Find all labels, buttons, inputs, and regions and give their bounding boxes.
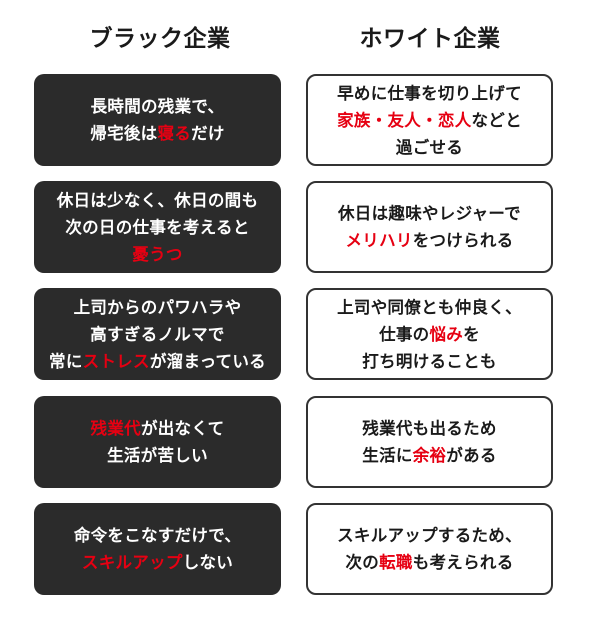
- card-line: 休日は趣味やレジャーで: [338, 200, 521, 227]
- card-text-segment: 帰宅後は: [90, 124, 158, 143]
- card-text-segment: 過ごせる: [395, 137, 464, 157]
- white-card-coworkers: 上司や同僚とも仲良く、仕事の悩みを打ち明けることも: [306, 288, 553, 380]
- card-line: 次の日の仕事を考えると: [57, 214, 259, 241]
- card-text-segment: を: [463, 324, 480, 344]
- card-text-segment: 仕事の: [379, 324, 430, 344]
- card-line: 打ち明けることも: [337, 348, 522, 375]
- white-company-heading: ホワイト企業: [359, 26, 501, 52]
- card-line: スキルアップしない: [74, 549, 241, 576]
- card-text-segment: 生活に: [362, 446, 413, 465]
- card-text-segment: 長時間の残業で、: [90, 97, 225, 116]
- card-text-segment: が出なくて: [140, 419, 225, 438]
- card-text-segment: も考えられる: [412, 553, 514, 572]
- card-text: 上司からのパワハラや高すぎるノルマで常にストレスが溜まっている: [49, 294, 266, 375]
- card-line: 常にストレスが溜まっている: [49, 348, 266, 375]
- card-line: 長時間の残業で、: [90, 93, 224, 120]
- highlight-text: 残業代: [90, 419, 141, 438]
- card-line: 早めに仕事を切り上げて: [337, 80, 522, 107]
- card-line: 休日は少なく、休日の間も: [57, 187, 259, 214]
- card-text-segment: 残業代も出るため: [362, 419, 497, 438]
- card-line: 高すぎるノルマで: [49, 321, 266, 348]
- card-line: 残業代も出るため: [362, 415, 496, 442]
- black-card-holidays: 休日は少なく、休日の間も次の日の仕事を考えると憂うつ: [34, 181, 281, 273]
- card-text-segment: 高すぎるノルマで: [90, 324, 225, 344]
- card-line: 生活に余裕がある: [362, 442, 496, 469]
- highlight-text: ストレス: [82, 351, 150, 371]
- black-card-overtime: 長時間の残業で、帰宅後は寝るだけ: [34, 74, 281, 166]
- card-line: 過ごせる: [337, 134, 522, 161]
- white-card-holidays: 休日は趣味やレジャーでメリハリをつけられる: [306, 181, 553, 273]
- card-text: 残業代が出なくて生活が苦しい: [91, 415, 225, 469]
- card-line: 家族・友人・恋人などと: [337, 107, 522, 134]
- card-text: 命令をこなすだけで、スキルアップしない: [74, 522, 241, 576]
- card-line: メリハリをつけられる: [338, 227, 521, 254]
- black-card-skills: 命令をこなすだけで、スキルアップしない: [34, 503, 281, 595]
- white-card-career: スキルアップするため、次の転職も考えられる: [306, 503, 553, 595]
- highlight-text: 転職: [379, 553, 413, 572]
- card-line: 帰宅後は寝るだけ: [90, 120, 224, 147]
- card-text: 長時間の残業で、帰宅後は寝るだけ: [90, 93, 224, 147]
- white-card-family-time: 早めに仕事を切り上げて家族・友人・恋人などと過ごせる: [306, 74, 553, 166]
- card-text: 残業代も出るため生活に余裕がある: [362, 415, 496, 469]
- black-card-stress: 上司からのパワハラや高すぎるノルマで常にストレスが溜まっている: [34, 288, 281, 380]
- highlight-text: スキルアップ: [81, 553, 183, 572]
- card-text: 上司や同僚とも仲良く、仕事の悩みを打ち明けることも: [337, 294, 522, 375]
- highlight-text: 余裕: [412, 446, 447, 465]
- card-line: 憂うつ: [57, 241, 259, 268]
- highlight-text: メリハリ: [345, 231, 413, 250]
- card-text-segment: 早めに仕事を切り上げて: [337, 83, 522, 103]
- highlight-text: 憂うつ: [132, 244, 183, 264]
- white-card-overtime-pay: 残業代も出るため生活に余裕がある: [306, 396, 553, 488]
- card-text-segment: が溜まっている: [149, 351, 266, 371]
- card-text-segment: 打ち明けることも: [362, 351, 497, 371]
- card-line: 仕事の悩みを: [337, 321, 522, 348]
- card-text: 早めに仕事を切り上げて家族・友人・恋人などと過ごせる: [337, 80, 522, 161]
- card-text-segment: スキルアップするため、: [337, 526, 522, 545]
- card-line: スキルアップするため、: [337, 522, 522, 549]
- card-text-segment: 次の: [345, 553, 380, 572]
- card-text-segment: 休日は趣味やレジャーで: [338, 204, 521, 223]
- card-text-segment: 休日は少なく、休日の間も: [56, 190, 259, 210]
- highlight-text: 寝る: [157, 124, 192, 143]
- card-line: 次の転職も考えられる: [337, 549, 522, 576]
- card-text-segment: 常に: [49, 351, 83, 371]
- card-text-segment: 次の日の仕事を考えると: [65, 217, 250, 237]
- card-line: 命令をこなすだけで、: [74, 522, 241, 549]
- highlight-text: 家族・友人・恋人: [337, 110, 472, 130]
- card-text-segment: がある: [446, 446, 497, 465]
- card-text: 休日は少なく、休日の間も次の日の仕事を考えると憂うつ: [57, 187, 259, 268]
- card-text: スキルアップするため、次の転職も考えられる: [337, 522, 522, 576]
- card-text: 休日は趣味やレジャーでメリハリをつけられる: [338, 200, 521, 254]
- card-text-segment: 上司からのパワハラや: [73, 297, 242, 317]
- black-company-heading: ブラック企業: [89, 26, 231, 52]
- card-text-segment: 生活が苦しい: [107, 446, 208, 465]
- card-line: 残業代が出なくて: [91, 415, 225, 442]
- highlight-text: 悩み: [429, 324, 464, 344]
- card-text-segment: などと: [471, 110, 522, 130]
- card-text-segment: をつけられる: [412, 231, 514, 250]
- card-text-segment: 命令をこなすだけで、: [73, 526, 242, 545]
- card-text-segment: 上司や同僚とも仲良く、: [337, 297, 522, 317]
- card-line: 上司や同僚とも仲良く、: [337, 294, 522, 321]
- card-line: 生活が苦しい: [91, 442, 225, 469]
- black-card-overtime-pay: 残業代が出なくて生活が苦しい: [34, 396, 281, 488]
- card-line: 上司からのパワハラや: [49, 294, 266, 321]
- card-text-segment: だけ: [191, 124, 225, 143]
- card-text-segment: しない: [182, 553, 234, 572]
